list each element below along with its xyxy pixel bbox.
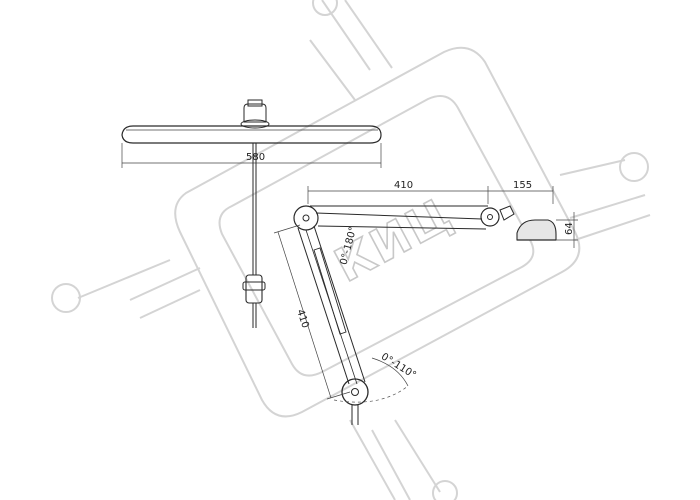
lower-arm-slot — [313, 247, 347, 335]
watermark-ray — [129, 267, 201, 301]
elbow-pivot — [302, 214, 310, 222]
side-view: 410 155 64 0°-180° — [273, 180, 578, 425]
dim-extension — [273, 224, 301, 234]
upper-arm-rod — [315, 212, 483, 220]
watermark-ray — [569, 194, 646, 219]
watermark-ray — [559, 159, 626, 176]
front-view: 580 — [121, 99, 382, 328]
lower-arm-edge — [297, 227, 350, 385]
watermark-ray — [344, 0, 393, 69]
watermark-ray — [309, 39, 356, 101]
head-clip — [243, 103, 267, 123]
angle-arc-lower-2 — [371, 357, 409, 387]
watermark-ray — [394, 419, 441, 493]
front-clamp — [245, 274, 263, 304]
dim-extension — [326, 391, 351, 400]
angle-arc-lower — [333, 385, 409, 403]
head-knob — [499, 205, 515, 221]
watermark-ray — [77, 259, 171, 299]
head-joint-pivot — [487, 214, 493, 220]
base-joint — [341, 378, 369, 406]
watermark-ray — [139, 289, 201, 319]
watermark-node — [51, 283, 81, 313]
watermark-ray — [349, 419, 396, 500]
front-clamp-ring — [242, 281, 266, 291]
upper-arm-bottom — [317, 225, 487, 230]
lamp-head-bar — [121, 125, 382, 144]
watermark-ray — [574, 214, 651, 241]
watermark-node — [619, 152, 649, 182]
lamp-head-side — [516, 219, 557, 241]
watermark-ray — [371, 429, 411, 500]
watermark-node — [432, 480, 458, 500]
dim-line-410-side — [277, 231, 332, 399]
head-clip-base — [240, 119, 270, 129]
base-pivot — [351, 388, 359, 396]
watermark-ray — [321, 0, 371, 71]
head-clip-knob — [247, 99, 263, 107]
watermark-outer-frame — [174, 46, 581, 418]
head-joint — [480, 207, 500, 227]
watermark-inner-frame — [218, 95, 535, 377]
dim-label-155: 155 — [513, 180, 532, 191]
dim-label-410-top: 410 — [394, 180, 413, 191]
dim-label-410-side: 410 — [294, 308, 310, 330]
lower-arm-edge — [313, 225, 366, 383]
dim-label-64: 64 — [564, 222, 575, 235]
watermark-node — [312, 0, 338, 16]
